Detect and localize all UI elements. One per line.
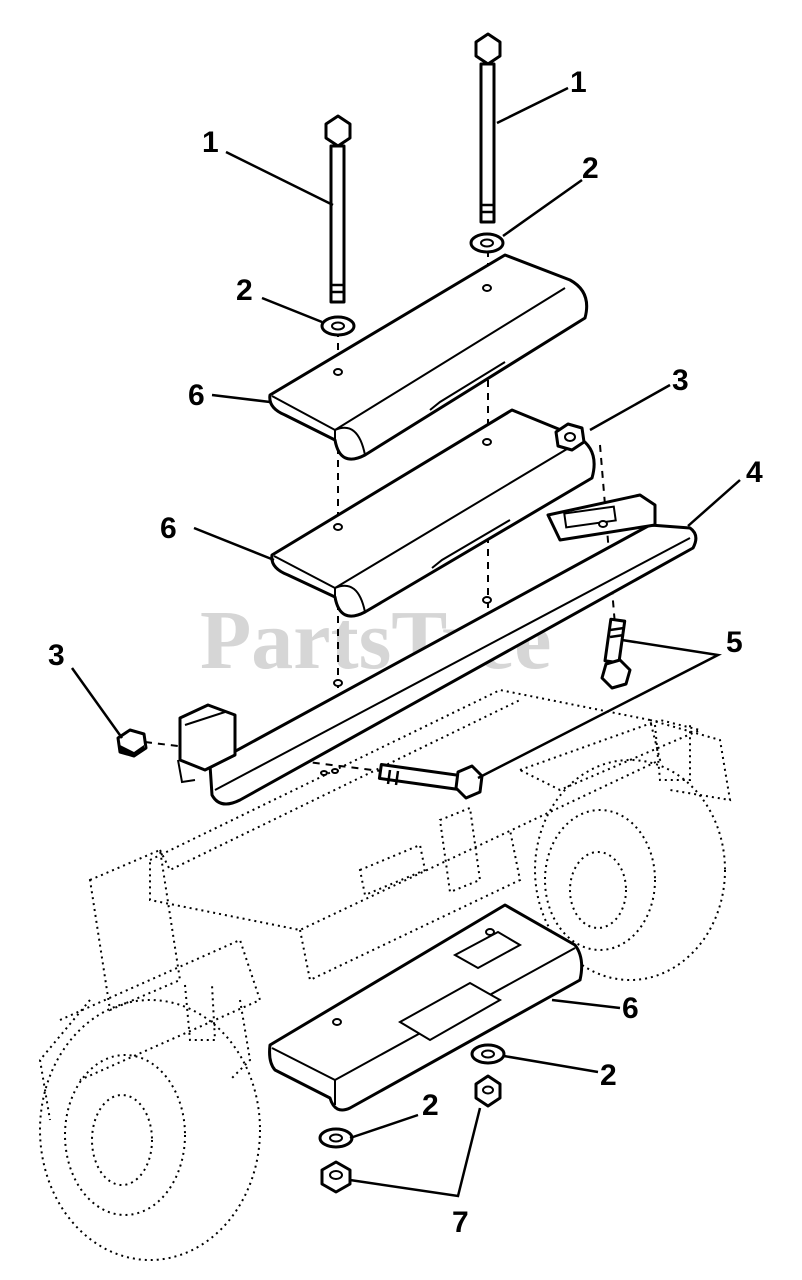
callout-nut-left: 3: [48, 639, 65, 672]
mounting-bracket: [177, 493, 698, 806]
weight-plate-upper: [268, 253, 589, 461]
short-bolt-front: [377, 763, 484, 800]
callout-weight-middle: 6: [160, 512, 177, 545]
long-bolt-left: [324, 114, 352, 304]
washer-bottom-left: [318, 1127, 354, 1149]
hex-nut-front: [116, 728, 148, 758]
callout-bolt-left: 1: [202, 126, 219, 159]
callout-washer-bottom-left: 2: [422, 1089, 439, 1122]
callout-weight-top: 6: [188, 379, 205, 412]
callout-nuts-bottom: 7: [452, 1206, 469, 1239]
callout-nut-right: 3: [672, 364, 689, 397]
washer-top-right: [469, 232, 505, 254]
callout-washer-top-right: 2: [582, 152, 599, 185]
weight-plate-middle: [270, 408, 596, 618]
callout-bolts-bracket: 5: [726, 626, 743, 659]
long-bolt-right: [474, 32, 502, 224]
callout-bracket: 4: [746, 456, 763, 489]
weight-plate-lower: [268, 903, 584, 1112]
callout-weight-bottom: 6: [622, 992, 639, 1025]
lock-nut-right: [474, 1074, 502, 1108]
tractor-frame-outline: [38, 688, 732, 1261]
leader-lines: [70, 86, 741, 1198]
callout-labels: 1 1 2 2 6 3 6 4 3 5 6 2 2 7: [48, 66, 763, 1239]
callout-bolt-right: 1: [570, 66, 587, 99]
short-bolt-rear: [600, 617, 632, 690]
callout-washer-top-left: 2: [236, 274, 253, 307]
lock-nut-left: [320, 1160, 352, 1194]
hex-nut-rear: [554, 422, 586, 452]
washer-bottom-right: [470, 1043, 506, 1065]
washer-top-left: [320, 315, 356, 337]
callout-washer-bottom-right: 2: [600, 1059, 617, 1092]
